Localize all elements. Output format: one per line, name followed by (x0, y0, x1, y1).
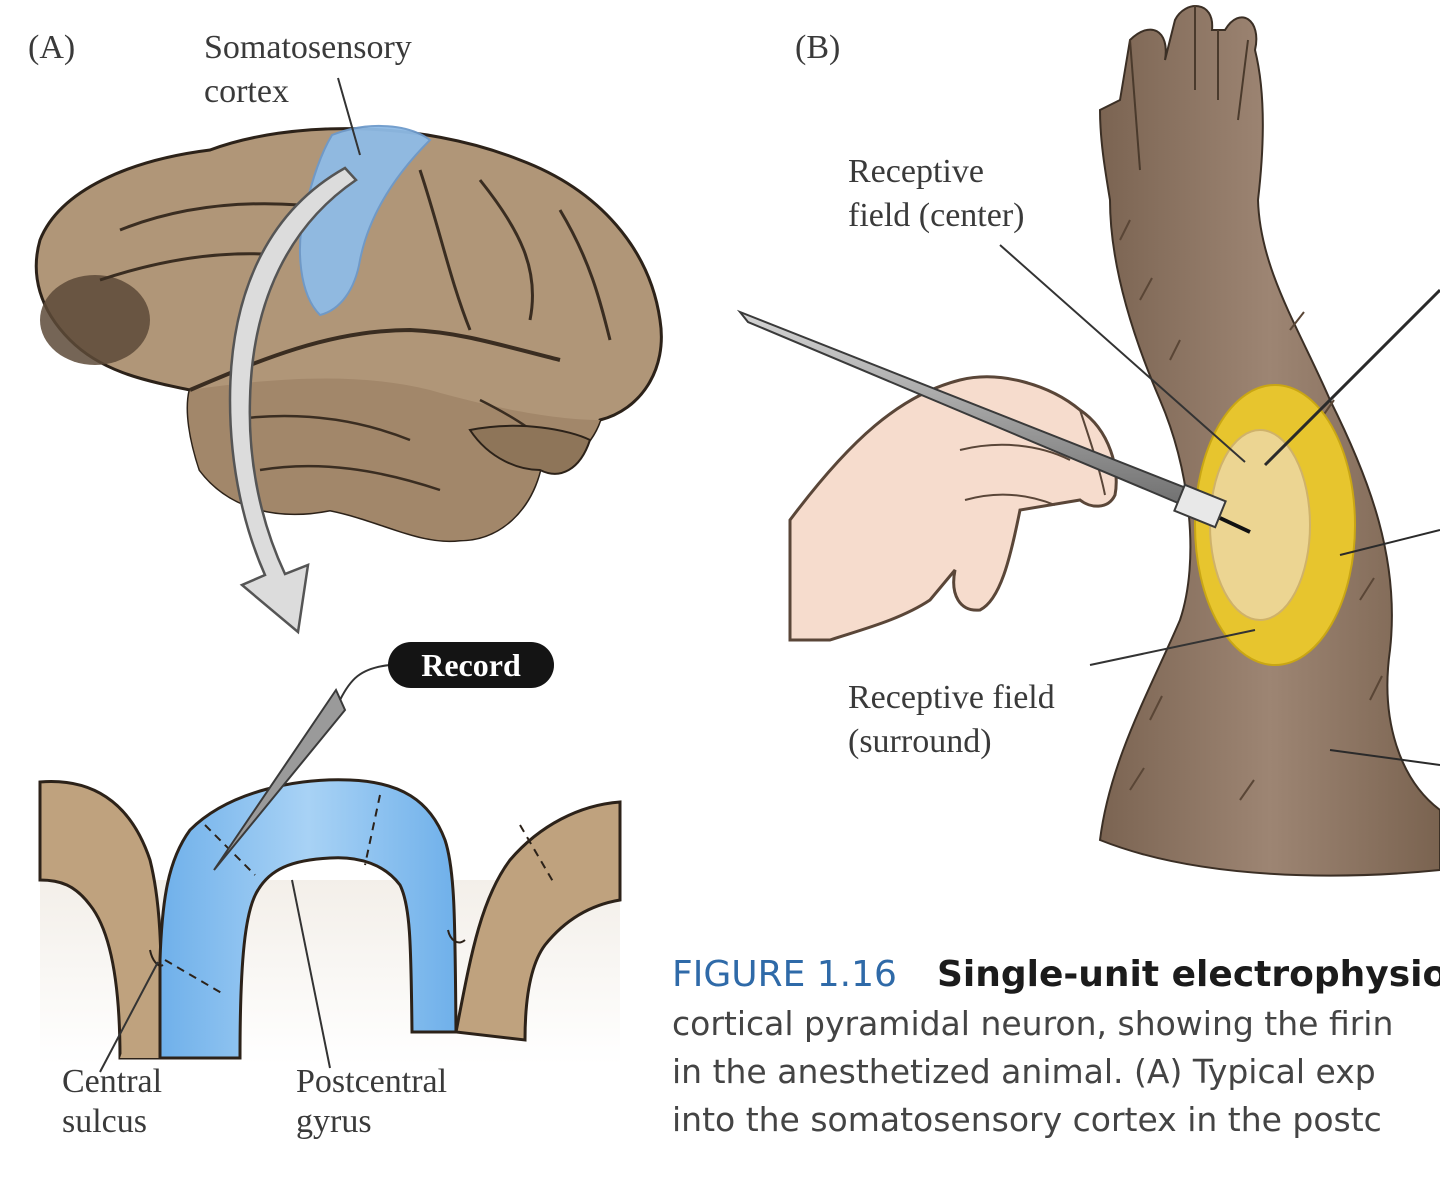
central-sulcus-label-line2: sulcus (62, 1103, 147, 1140)
postcentral-gyrus-label-line1: Postcentral (296, 1063, 448, 1100)
human-hand (788, 375, 1118, 642)
receptive-center-label-line1: Receptive (848, 153, 984, 190)
figure-number: FIGURE 1.16 (672, 954, 897, 995)
caption-line-2: in the anesthetized animal. (A) Typical … (672, 1052, 1376, 1091)
somatosensory-label-line1: Somatosensory (204, 29, 412, 66)
caption-line-1: cortical pyramidal neuron, showing the f… (672, 1004, 1394, 1043)
brain-illustration (34, 127, 663, 543)
somatosensory-label-line2: cortex (204, 73, 289, 110)
caption-line-3: into the somatosensory cortex in the pos… (672, 1100, 1382, 1139)
postcentral-gyrus-label-line2: gyrus (296, 1103, 372, 1140)
stimulus-probe (736, 309, 1251, 534)
cortex-section (38, 778, 622, 1065)
surround-leader (1089, 629, 1256, 666)
panel-a-label: (A) (28, 29, 76, 66)
monkey-arm (1098, 5, 1440, 877)
curved-arrow (228, 166, 358, 635)
central-sulcus-label-line1: Central (62, 1063, 163, 1100)
figure-caption: FIGURE 1.16 Single-unit electrophysio cor… (672, 950, 1440, 1144)
central-leader (99, 961, 159, 1073)
receptive-center-label-line2: field (center) (848, 197, 1025, 234)
somatosensory-leader (337, 77, 361, 156)
receptive-field-center (1209, 429, 1311, 621)
center-leader (999, 244, 1246, 463)
panel-b-label: (B) (795, 29, 841, 66)
figure-title: Single-unit electrophysio (936, 954, 1440, 995)
postcentral-leader (291, 879, 331, 1069)
record-badge: Record (388, 642, 554, 688)
caption-heading: FIGURE 1.16 Single-unit electrophysio (672, 950, 1440, 1000)
receptive-surround-label-line2: (surround) (848, 723, 992, 760)
record-leader (339, 664, 391, 701)
receptive-surround-label-line1: Receptive field (848, 679, 1055, 716)
